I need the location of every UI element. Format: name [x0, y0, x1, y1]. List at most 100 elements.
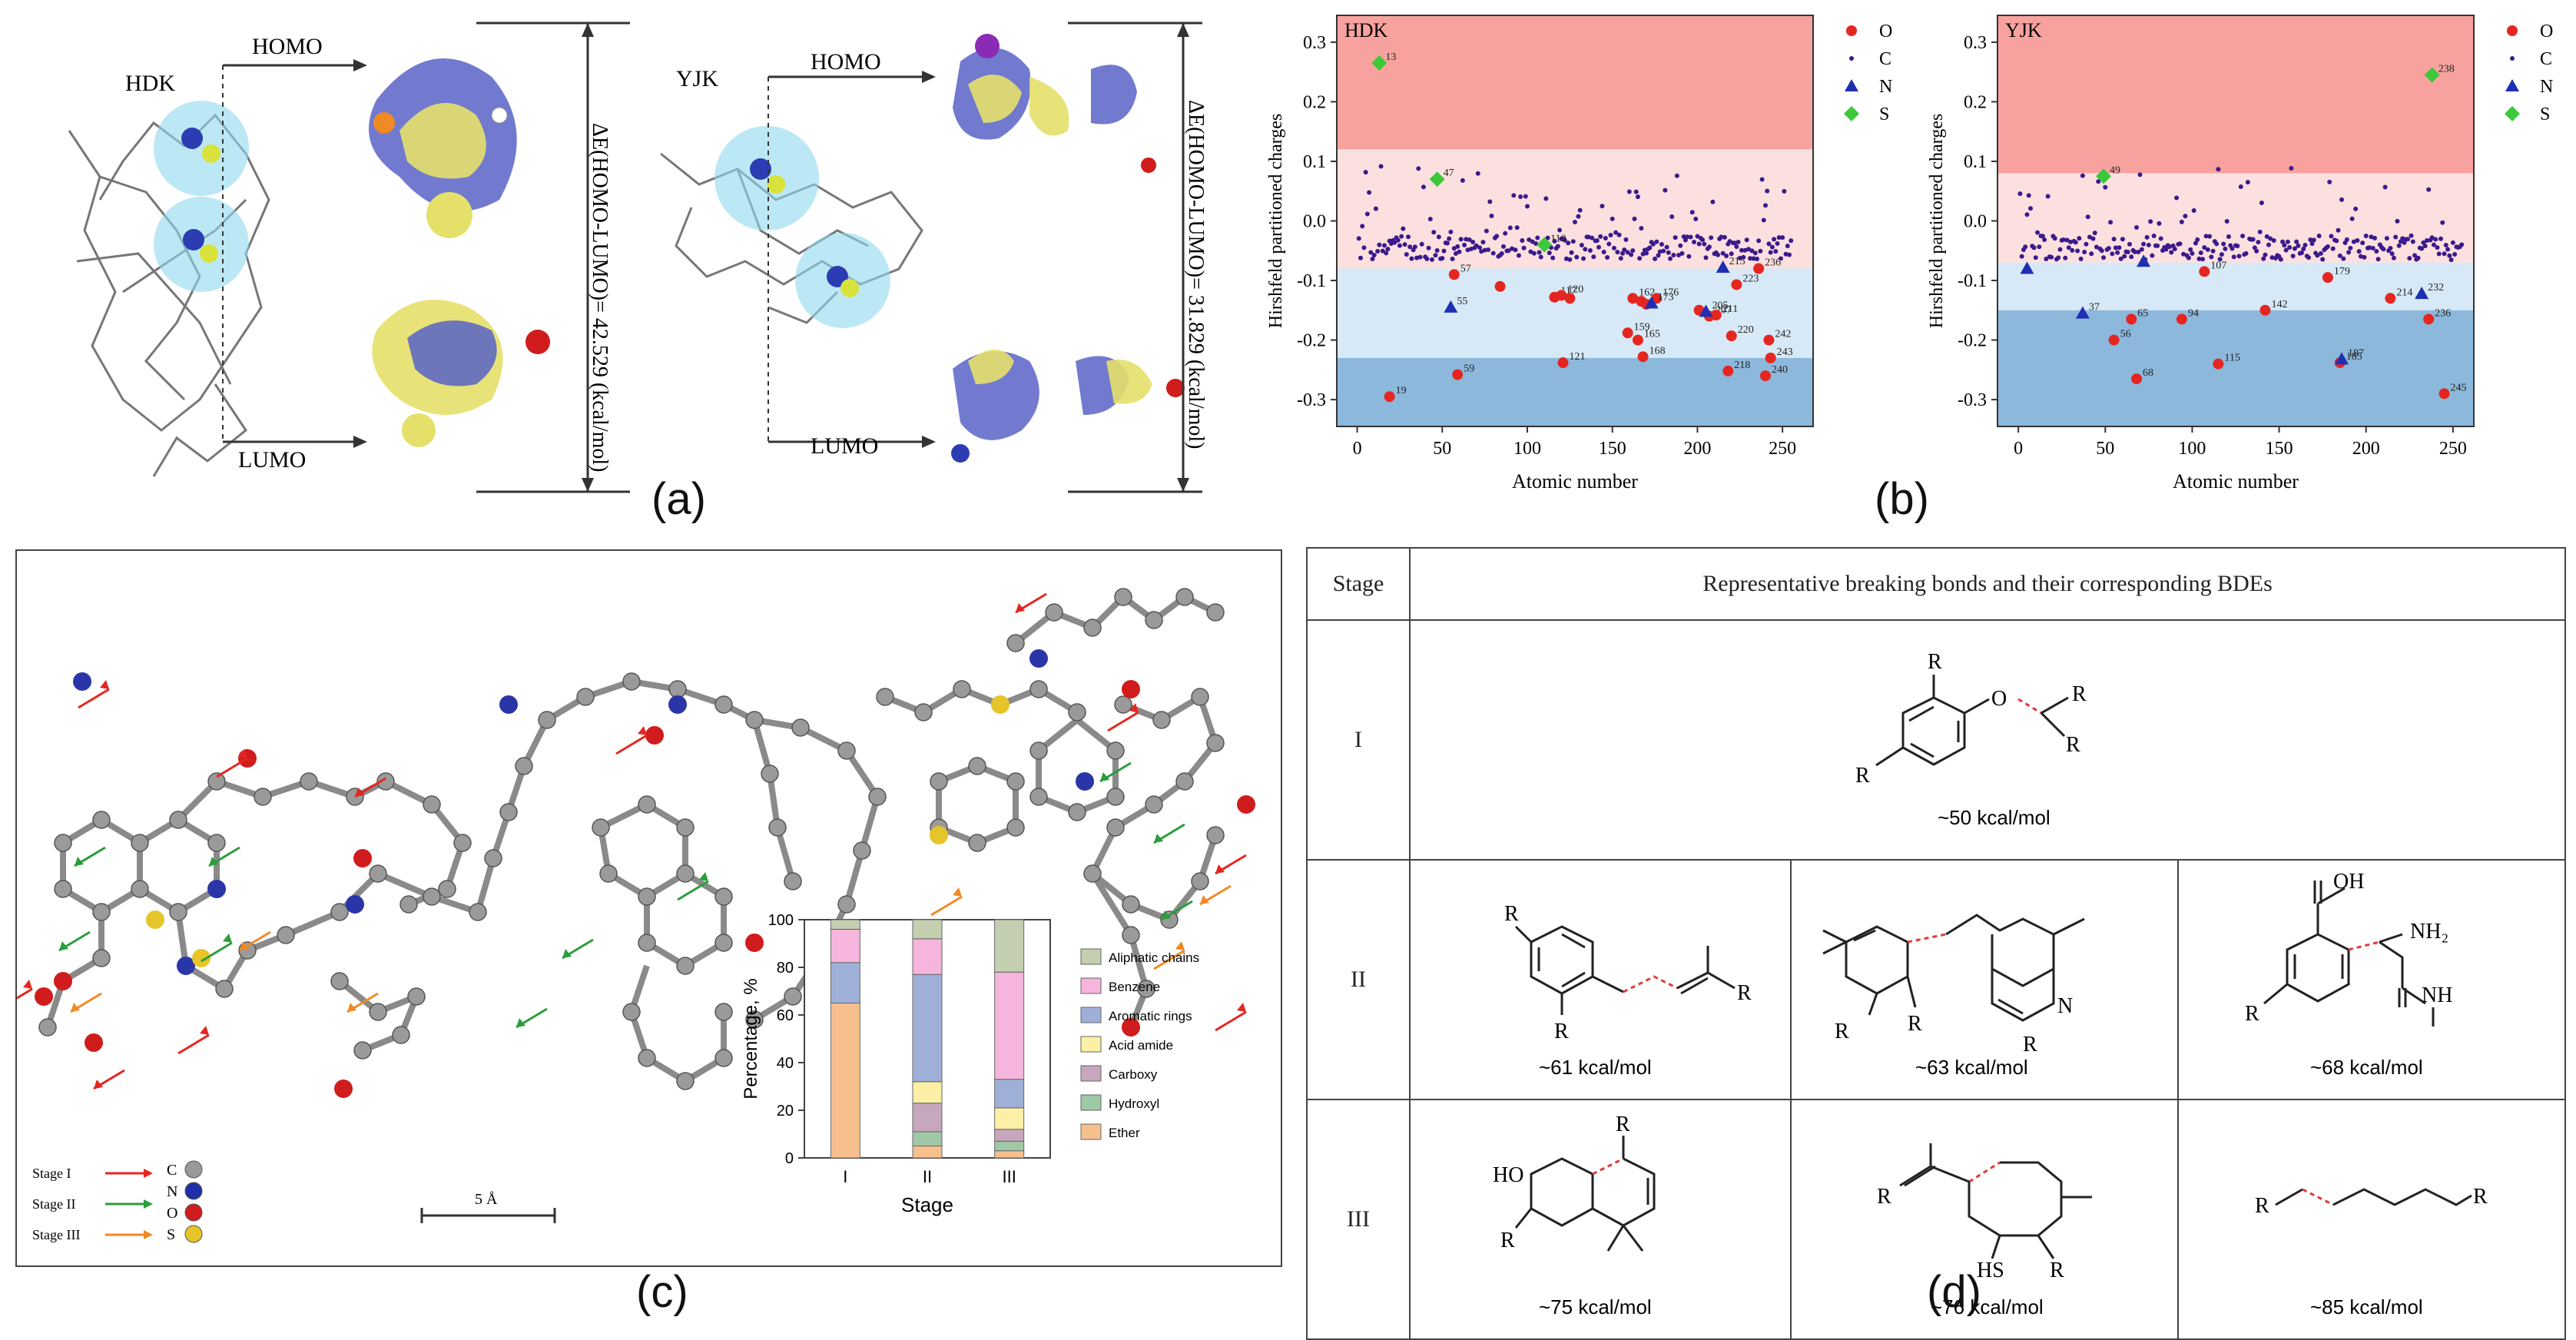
point-c: [2146, 242, 2151, 247]
legend-label: Aliphatic chains: [1109, 950, 1199, 965]
point-c: [1460, 177, 1465, 183]
stage-arrowhead: [1129, 703, 1139, 712]
point-c: [2362, 254, 2367, 260]
point-c: [1489, 213, 1494, 218]
point-o: [2423, 313, 2435, 325]
atom-r: R: [1928, 650, 1942, 674]
atom-c: [1114, 695, 1132, 714]
point-c: [2360, 240, 2365, 246]
point-c: [1608, 233, 1613, 238]
point-label: 218: [1734, 360, 1750, 371]
legend-label: S: [1879, 104, 1889, 124]
point-o: [2199, 266, 2210, 277]
point-c: [2351, 239, 2356, 244]
point-c: [2367, 245, 2372, 250]
point-c: [2172, 247, 2177, 252]
point-c: [1623, 237, 1629, 242]
atom-c: [868, 788, 887, 806]
point-c: [2436, 251, 2442, 257]
point-c: [1654, 239, 1659, 244]
point-o: [1452, 369, 1464, 380]
x-tick-label: 200: [2352, 439, 2380, 459]
point-c: [2108, 220, 2114, 225]
atom-c: [438, 880, 456, 898]
point-c: [1573, 220, 1577, 225]
point-o: [1622, 327, 1633, 339]
point-c: [1736, 240, 1741, 245]
point-c: [2339, 197, 2345, 202]
point-c: [1474, 243, 1479, 248]
atom-c: [914, 703, 933, 721]
point-o: [2131, 373, 2143, 384]
point-c: [2450, 240, 2455, 245]
point-c: [2443, 242, 2448, 247]
atom-c: [1145, 795, 1163, 814]
point-c: [2266, 242, 2271, 247]
legend-marker: [2505, 79, 2519, 91]
atom-n: [177, 957, 195, 975]
point-c: [1434, 248, 1440, 254]
atom-o: [645, 726, 664, 745]
point-c: [1368, 250, 1374, 255]
point-c: [2384, 236, 2389, 241]
point-c: [2113, 245, 2118, 250]
point-c: [1666, 250, 1671, 255]
point-n: [2075, 306, 2090, 319]
point-c: [2388, 245, 2393, 250]
point-c: [2216, 167, 2221, 172]
point-c: [2056, 255, 2061, 260]
point-c: [2205, 247, 2210, 252]
point-c: [2459, 242, 2465, 247]
legend-label: Hydroxyl: [1109, 1096, 1159, 1111]
point-c: [1659, 242, 1664, 247]
point-c: [2163, 247, 2169, 252]
point-s: [1371, 55, 1387, 71]
point-c: [2316, 234, 2322, 239]
stage-arrowhead: [1162, 910, 1171, 920]
point-c: [2125, 250, 2130, 255]
point-c: [1729, 251, 1734, 257]
stage-arrowhead: [953, 887, 962, 897]
point-c: [2407, 256, 2412, 261]
point-c: [2344, 237, 2349, 242]
y-axis-label: Percentage, %: [741, 978, 761, 1099]
stage-arrowhead: [347, 1003, 356, 1012]
x-tick-label: II: [923, 1167, 932, 1186]
point-c: [2250, 237, 2256, 242]
point-label: 223: [1742, 273, 1759, 284]
hdk-homo-label: HOMO: [252, 34, 323, 59]
stage-arrowhead: [1100, 772, 1109, 781]
atom-nh: NH: [2422, 983, 2452, 1007]
point-c: [2405, 237, 2411, 242]
x-axis-label: Stage: [901, 1193, 953, 1216]
point-o: [1384, 391, 1395, 403]
point-c: [2214, 241, 2220, 247]
yjk-label: YJK: [676, 66, 718, 91]
atom-legend-marker: [184, 1203, 203, 1222]
point-c: [1555, 244, 1560, 249]
stage-arrows: [1, 592, 1247, 1090]
bar-segment: [994, 1107, 1025, 1130]
point-c: [1772, 237, 1777, 242]
point-c: [1552, 238, 1557, 244]
point-label: 236: [2435, 307, 2451, 319]
point-c: [1768, 250, 1773, 255]
x-tick-label: 50: [1433, 439, 1451, 459]
point-c: [1594, 238, 1600, 244]
point-c: [1710, 199, 1716, 204]
bar-segment: [994, 1150, 1025, 1159]
point-c: [2254, 248, 2259, 254]
point-c: [1693, 217, 1699, 222]
point-c: [1520, 238, 1525, 244]
yjk-homo-orbital: [953, 34, 1156, 173]
point-label: 115: [2224, 353, 2239, 364]
legend-swatch: [1080, 1094, 1102, 1111]
atom-c: [92, 949, 111, 967]
point-c: [1373, 206, 1378, 211]
atom-c: [92, 903, 111, 921]
bar-segment: [994, 1140, 1025, 1152]
bde-value: ~76 kcal/mol: [1931, 1295, 2044, 1318]
point-c: [2256, 240, 2261, 245]
point-c: [2440, 220, 2445, 225]
point-c: [2023, 244, 2028, 250]
